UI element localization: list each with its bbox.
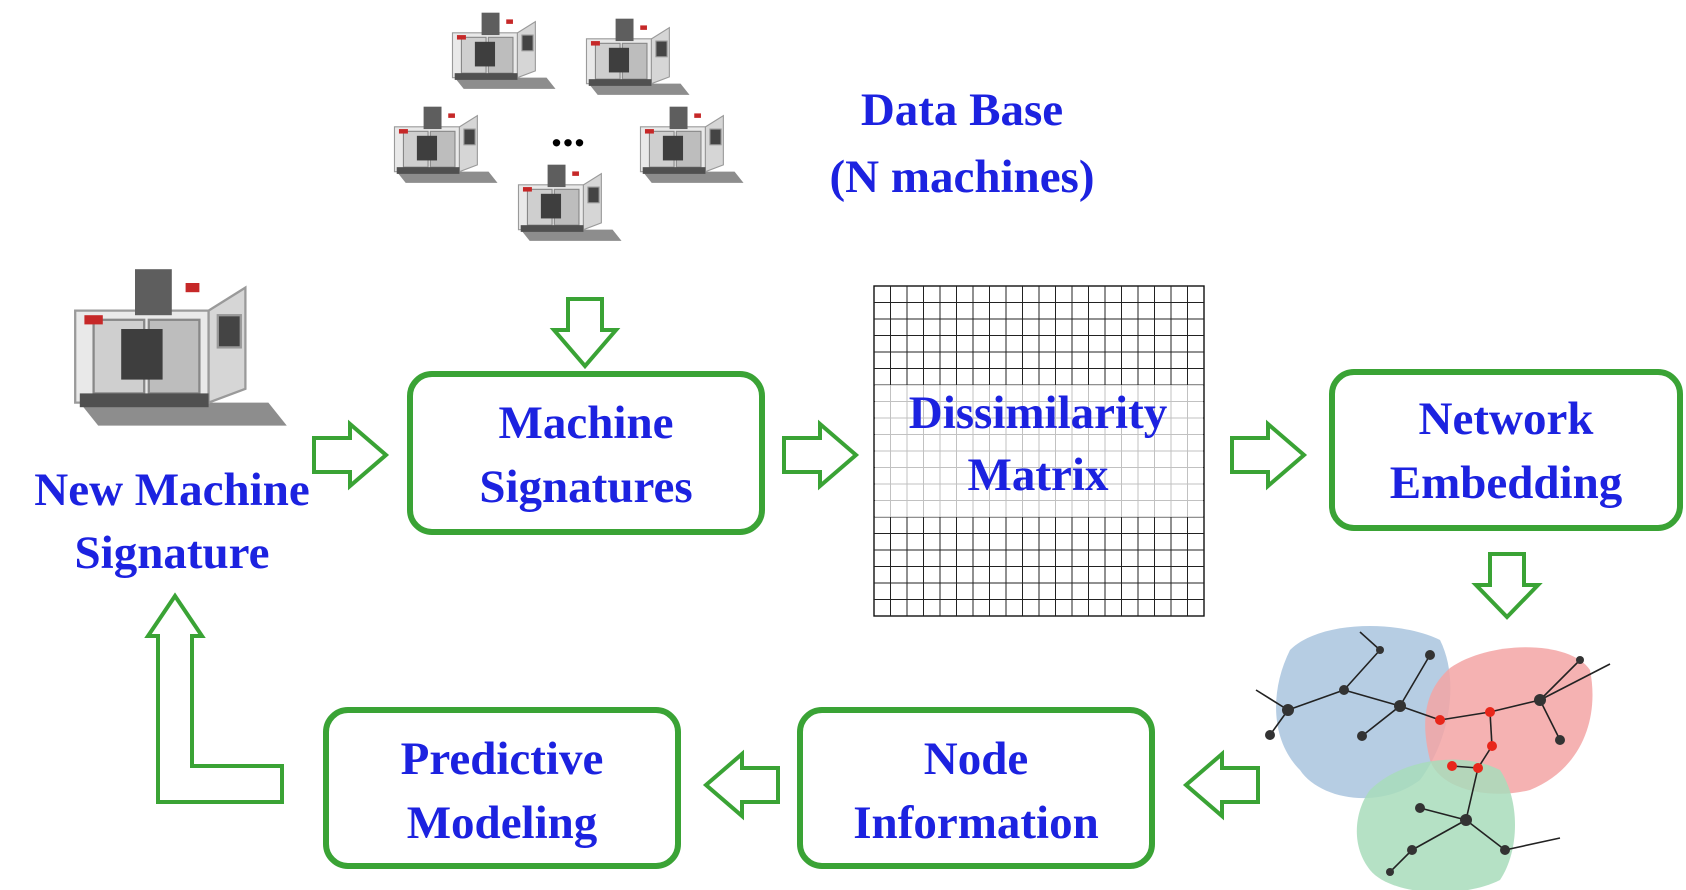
new-machine-icon bbox=[73, 267, 289, 427]
database-label-line2: (N machines) bbox=[830, 151, 1095, 203]
graph-nodes bbox=[1265, 646, 1584, 876]
new-machine-label-line1: New Machine bbox=[34, 464, 309, 516]
cluster-red bbox=[1425, 647, 1593, 794]
cnc-machine-icon bbox=[517, 164, 623, 242]
node-information-line1: Node bbox=[924, 733, 1028, 785]
machine-signatures-line1: Machine bbox=[499, 397, 674, 449]
cluster-blue bbox=[1276, 626, 1451, 799]
arrow-down-icon bbox=[549, 297, 621, 370]
highlight-nodes bbox=[1435, 707, 1497, 773]
machine-signatures-box: Machine Signatures bbox=[407, 371, 765, 535]
arrow-right-icon bbox=[782, 419, 860, 491]
ellipsis: ... bbox=[551, 105, 586, 156]
network-embedding-line2: Embedding bbox=[1390, 457, 1623, 509]
arrow-right-icon bbox=[312, 419, 390, 491]
arrow-down-icon bbox=[1471, 552, 1543, 620]
flow-arrows bbox=[144, 297, 1543, 821]
arrow-right-icon bbox=[1230, 419, 1308, 491]
machine-signatures-line2: Signatures bbox=[479, 461, 692, 513]
matrix-label-line1: Dissimilarity bbox=[909, 387, 1168, 439]
matrix-fade-band bbox=[875, 385, 1203, 517]
network-graph-icon bbox=[1255, 626, 1611, 890]
cnc-machine-icon bbox=[451, 12, 557, 90]
database-label-line1: Data Base bbox=[861, 84, 1063, 136]
network-embedding-line1: Network bbox=[1419, 393, 1595, 445]
cnc-machine-icon bbox=[393, 106, 499, 184]
node-information-box: Node Information bbox=[797, 707, 1155, 869]
arrow-up-return-icon bbox=[144, 592, 284, 804]
predictive-modeling-line2: Modeling bbox=[407, 797, 598, 849]
matrix-label-line2: Matrix bbox=[968, 449, 1109, 501]
network-embedding-box: Network Embedding bbox=[1329, 369, 1683, 531]
grid-matrix-icon bbox=[873, 285, 1205, 617]
cluster-green bbox=[1356, 759, 1515, 890]
arrow-left-icon bbox=[702, 749, 780, 821]
predictive-modeling-box: Predictive Modeling bbox=[323, 707, 681, 869]
new-machine-label-line2: Signature bbox=[75, 527, 270, 579]
cnc-machine-icon bbox=[639, 106, 745, 184]
cnc-machine-icon bbox=[585, 18, 691, 96]
node-information-line2: Information bbox=[853, 797, 1098, 849]
predictive-modeling-line1: Predictive bbox=[401, 733, 604, 785]
arrow-left-icon bbox=[1182, 749, 1260, 821]
